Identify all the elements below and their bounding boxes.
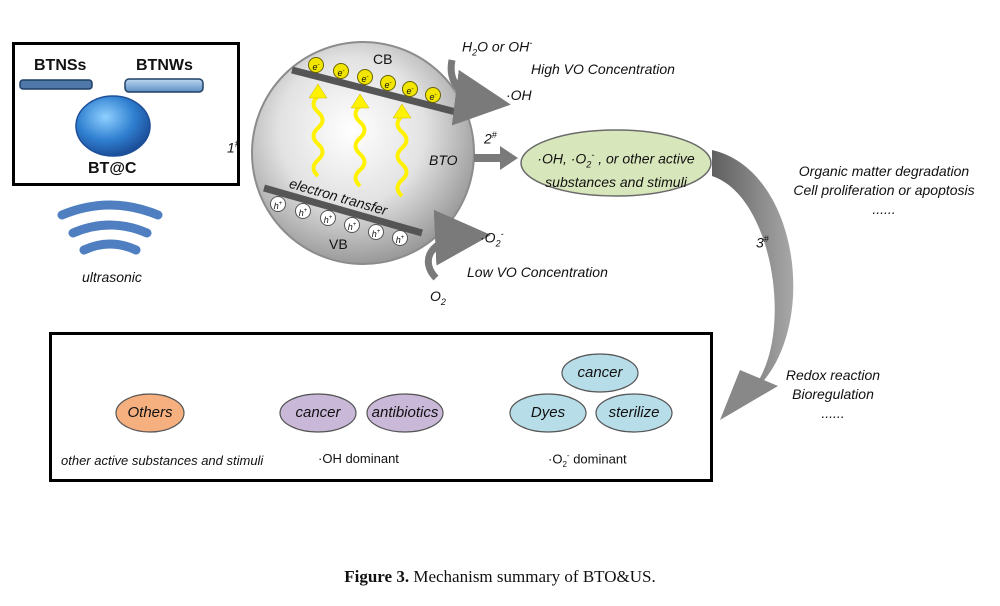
oh-antibiotics-ellipse [366,393,444,433]
hole-icon: h+ [344,217,360,233]
others-caption: other active substances and stimuli [61,453,264,468]
btnws-label: BTNWs [136,57,193,74]
big-curved-arrow-step3 [712,150,794,420]
excitation-arrows-icon [311,94,409,198]
btnss-rod [19,79,93,90]
excitation-arrowheads [308,83,412,119]
o2-reactant-label: O2 [430,288,446,307]
figure-caption: Figure 3. Mechanism summary of BTO&US. [344,567,656,586]
btnws-rod [124,78,204,93]
oh-antibiotics-label: antibiotics [371,404,439,421]
electron-icon: e- [357,69,373,85]
effects-upper: Organic matter degradation Cell prolifer… [784,162,984,219]
others-label: Others [127,404,173,421]
dominance-box [49,332,713,482]
effects-upper-line1: Organic matter degradation [798,163,970,179]
electron-icon: e- [308,57,324,73]
hole-icon: h+ [270,196,286,212]
radicals-ellipse-text: ·OH, ·O2- , or other active substances a… [526,146,706,191]
effects-lower: Redox reaction Bioregulation ...... [778,366,888,423]
oh-caption: ·OH dominant [318,451,399,466]
electron-icon: e- [380,75,396,91]
o2-sterilize-label: sterilize [608,404,660,421]
step2-label: 2# [484,130,497,147]
bto-label: BTO [429,152,458,168]
o2-cancer-ellipse [561,353,639,393]
radicals-line1: ·OH, ·O2- , or other active [537,150,695,170]
materials-box [12,42,240,186]
btc-label: BT@C [88,160,137,177]
others-ellipse [115,393,185,433]
radicals-line2: substances and stimuli [545,174,687,191]
cb-label: CB [373,51,393,67]
o2-dyes-label: Dyes [530,404,566,421]
oh-cancer-label: cancer [295,404,341,421]
oh-product-label: ·OH [506,87,532,103]
hole-icon: h+ [368,224,384,240]
arrow-step2 [474,146,518,170]
h2o-label: H2O or OH- [462,38,533,58]
effects-lower-line2: Bioregulation [792,386,874,402]
effects-lower-line3: ...... [821,405,845,421]
vb-label: VB [329,236,348,252]
radicals-ellipse [520,129,712,197]
cb-band [291,66,457,116]
step3-label: 3# [756,234,769,251]
btnss-label: BTNSs [34,57,87,74]
btc-sphere [75,95,151,157]
effects-upper-line2: Cell proliferation or apoptosis [793,182,975,198]
electron-icon: e- [402,81,418,97]
ultrasonic-label: ultrasonic [82,269,142,285]
o2-dyes-ellipse [509,393,587,433]
ultrasonic-waves-icon [57,200,163,255]
hole-icon: h+ [320,210,336,226]
low-vo-label: Low VO Concentration [467,264,608,280]
vb-band [263,184,423,237]
lower-curved-arrow [424,209,491,281]
o2-caption: ·O2- dominant [548,451,627,469]
o2-product-label: ·O2- [480,229,504,249]
electron-icon: e- [425,87,441,103]
effects-upper-line3: ...... [872,201,896,217]
high-vo-label: High VO Concentration [531,61,675,77]
o2-cancer-label: cancer [577,364,623,381]
oh-cancer-ellipse [279,393,357,433]
hole-icon: h+ [295,203,311,219]
electron-icon: e- [333,63,349,79]
upper-curved-arrow [447,59,511,126]
o2-sterilize-ellipse [595,393,673,433]
hole-icon: h+ [392,230,408,246]
step1-label: 1# [227,139,240,156]
effects-lower-line1: Redox reaction [785,367,881,383]
